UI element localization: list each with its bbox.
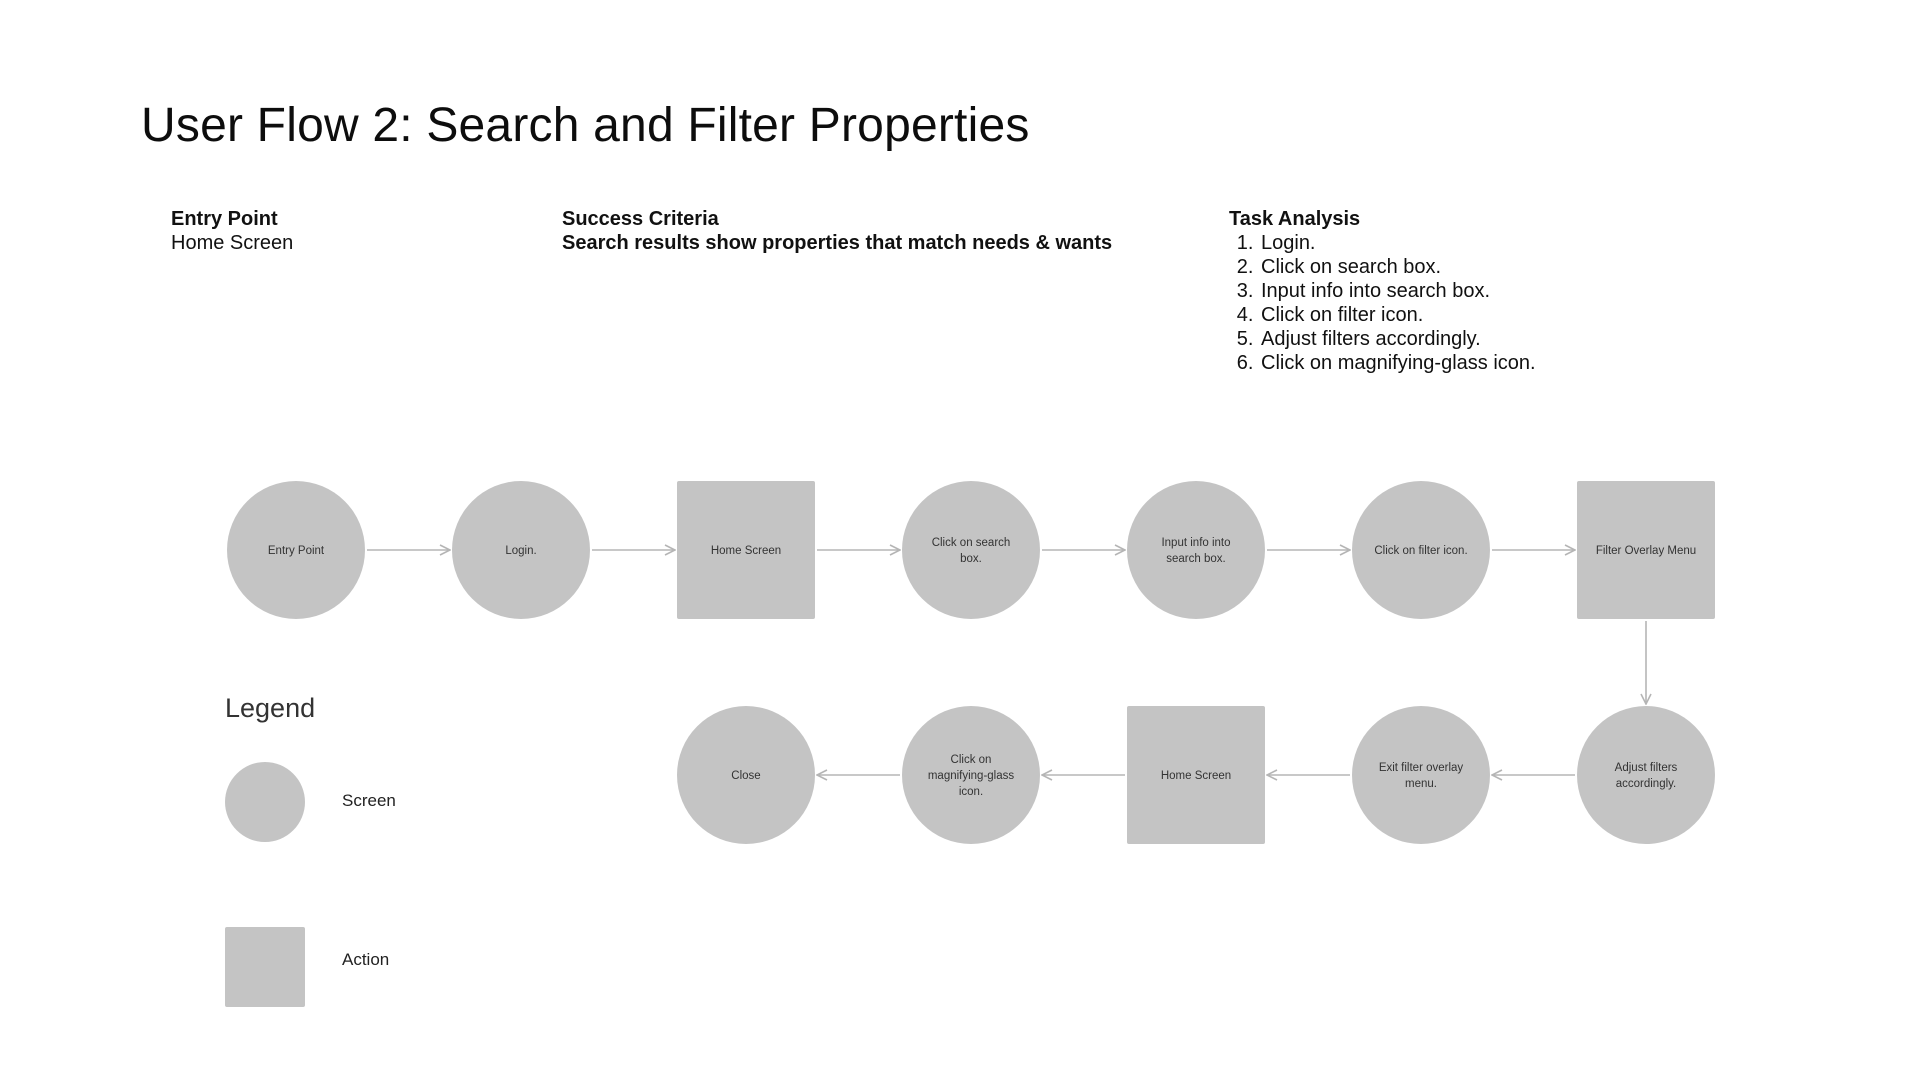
task-step: Click on search box.: [1259, 255, 1536, 279]
flow-node-label-line: magnifying-glass: [928, 770, 1015, 782]
flow-node-label: Close: [731, 770, 760, 782]
task-step: Input info into search box.: [1259, 279, 1536, 303]
task-step: Click on magnifying-glass icon.: [1259, 351, 1536, 375]
flow-node-label: Adjust filters accordingly.: [1615, 762, 1678, 790]
flow-node-label-line: box.: [960, 553, 982, 565]
screen-node-shape: [902, 706, 1040, 844]
flow-node-n11: Click on magnifying-glass icon.: [902, 706, 1040, 844]
page-title: User Flow 2: Search and Filter Propertie…: [141, 99, 1030, 152]
screen-node-shape: [1577, 706, 1715, 844]
flow-node-label: Input info into search box.: [1161, 537, 1230, 565]
flow-node-label: Entry Point: [268, 545, 325, 557]
flow-node-n1: Entry Point: [227, 481, 365, 619]
flow-node-n12: Close: [677, 706, 815, 844]
flow-node-label: Click on magnifying-glass icon.: [928, 754, 1015, 798]
screen-node-shape: [452, 481, 590, 619]
screen-node-shape: [677, 706, 815, 844]
flow-node-label-line: Exit filter overlay: [1379, 762, 1464, 774]
flow-node-label: Login.: [505, 545, 536, 557]
flow-node-label-line: Home Screen: [711, 545, 781, 557]
flow-node-n2: Login.: [452, 481, 590, 619]
flow-node-label-line: Home Screen: [1161, 770, 1231, 782]
legend-title: Legend: [225, 693, 316, 723]
action-node-shape: [1577, 481, 1715, 619]
flow-node-label: Home Screen: [1161, 770, 1231, 782]
legend-screen-label: Screen: [342, 791, 396, 810]
flow-node-label: Home Screen: [711, 545, 781, 557]
flow-node-label-line: accordingly.: [1616, 778, 1677, 790]
flow-node-label-line: Login.: [505, 545, 536, 557]
action-node-shape: [1127, 706, 1265, 844]
screen-node-shape: [1127, 481, 1265, 619]
screen-node-shape: [227, 481, 365, 619]
flow-node-n9: Exit filter overlay menu.: [1352, 706, 1490, 844]
flow-node-label-line: Click on: [951, 754, 992, 766]
flow-node-label-line: Entry Point: [268, 545, 325, 557]
flow-node-label-line: Filter Overlay Menu: [1596, 545, 1696, 557]
flow-node-label-line: icon.: [959, 786, 983, 798]
task-analysis-block: Task Analysis Login. Click on search box…: [1229, 207, 1536, 375]
screen-node-shape: [1352, 706, 1490, 844]
flow-node-n3: Home Screen: [677, 481, 815, 619]
flow-node-label-line: menu.: [1405, 778, 1437, 790]
flow-node-label: Click on filter icon.: [1374, 545, 1467, 557]
flow-node-n7: Filter Overlay Menu: [1577, 481, 1715, 619]
success-criteria-heading: Success Criteria: [562, 208, 719, 230]
action-node-shape: [677, 481, 815, 619]
flow-edges: [367, 550, 1646, 775]
flow-node-label-line: Close: [731, 770, 760, 782]
task-analysis-list: Login. Click on search box. Input info i…: [1229, 231, 1536, 375]
legend-action-label: Action: [342, 950, 390, 969]
success-criteria-block: Success Criteria Search results show pro…: [562, 207, 1112, 255]
screen-node-shape: [1352, 481, 1490, 619]
task-step: Adjust filters accordingly.: [1259, 327, 1536, 351]
flow-node-label: Filter Overlay Menu: [1596, 545, 1696, 557]
entry-point-block: Entry Point Home Screen: [171, 207, 293, 255]
entry-point-heading: Entry Point: [171, 208, 278, 230]
legend-screen-swatch: [225, 762, 305, 842]
flow-node-label-line: Input info into: [1161, 537, 1230, 549]
flow-node-n6: Click on filter icon.: [1352, 481, 1490, 619]
flow-node-n4: Click on search box.: [902, 481, 1040, 619]
flow-node-label: Exit filter overlay menu.: [1379, 762, 1464, 790]
flow-node-label: Click on search box.: [932, 537, 1011, 565]
entry-point-value: Home Screen: [171, 232, 294, 254]
flow-node-n10: Home Screen: [1127, 706, 1265, 844]
flow-node-label-line: Click on search: [932, 537, 1011, 549]
flow-node-n5: Input info into search box.: [1127, 481, 1265, 619]
task-step: Click on filter icon.: [1259, 303, 1536, 327]
screen-node-shape: [902, 481, 1040, 619]
legend-action-swatch: [225, 927, 305, 1007]
flow-node-label-line: search box.: [1166, 553, 1225, 565]
success-criteria-value: Search results show properties that matc…: [562, 232, 1113, 254]
flow-node-label-line: Click on filter icon.: [1374, 545, 1467, 557]
task-analysis-heading: Task Analysis: [1229, 208, 1361, 230]
flow-node-n8: Adjust filters accordingly.: [1577, 706, 1715, 844]
task-step: Login.: [1259, 231, 1536, 255]
flow-node-label-line: Adjust filters: [1615, 762, 1678, 774]
